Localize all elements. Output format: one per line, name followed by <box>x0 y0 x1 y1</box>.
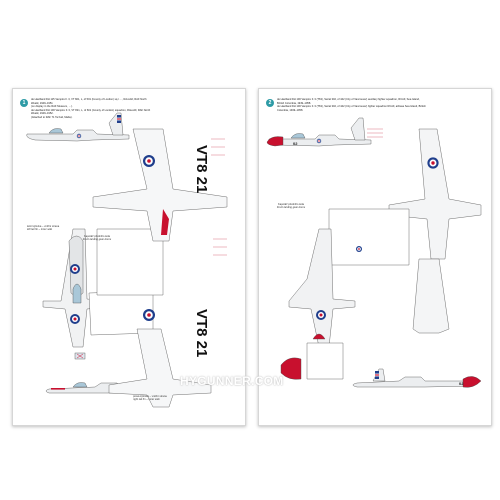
instruction-page-right: 2 de Havilland DH 100 Vampire F. 3 (T63)… <box>258 88 492 426</box>
walkway-note: Kapotáž předního kola Front landing gear… <box>75 235 119 242</box>
caption-line: (Attached to RAF 71 Ta Kali, Malta). <box>31 115 73 119</box>
walkway-note: Kapotáž předního kola Front landing gear… <box>269 203 313 210</box>
top-view <box>42 228 164 360</box>
caption-line: de Havilland DH 100 Vampire F. 3 (T63), … <box>277 105 426 112</box>
serial-nose: 02 <box>293 141 298 146</box>
side-view <box>26 112 130 142</box>
caption-line: (on display in the RAF Museum, …). <box>31 105 73 109</box>
note-cz: pravá kýlovka – vnitřní strana <box>133 395 167 398</box>
caption-line: de Havilland DH 100 Vampire F. 3, VT 821… <box>31 108 151 116</box>
profile-number-badge: 2 <box>266 99 274 107</box>
note-en: Front landing gear doors <box>276 206 306 210</box>
note-cz: Kapotáž předního kola <box>278 203 304 206</box>
profile-caption: de Havilland DH 100 Vampire F. 3 (T63), … <box>277 98 427 112</box>
side-view <box>266 117 372 147</box>
serial-upper: VT8 21 <box>193 145 210 193</box>
aircraft-drawing-left: VT8 21 VT8 21 <box>26 112 228 408</box>
serial-lower: VT8 21 <box>193 309 210 357</box>
leader-lines <box>211 138 227 256</box>
left-tail-note: letní kýlovka – vnitřní strana left tail… <box>27 225 67 232</box>
plan-view <box>388 128 482 334</box>
leader-lines <box>367 128 383 138</box>
right-tail-note: pravá kýlovka – vnitřní strana right tai… <box>133 395 177 402</box>
plan-view <box>92 128 228 408</box>
watermark: HYGUNNER.COM <box>180 374 284 388</box>
caption-line: de Havilland DH 100 Vampire F. 3 (T63), … <box>277 98 420 105</box>
serial-nose-lower: 02 <box>459 381 464 386</box>
top-view <box>280 208 410 380</box>
aircraft-drawing-right: 02 02 <box>266 117 482 388</box>
caption-line: de Havilland DH 115 Vampire F. 3, VT 821… <box>31 98 147 105</box>
note-cz: Kapotáž předního kola <box>84 235 110 238</box>
instruction-page-left: 1 de Havilland DH 115 Vampire F. 3, VT 8… <box>12 88 246 426</box>
note-en: Front landing gear doors <box>82 238 112 242</box>
profile-caption: de Havilland DH 115 Vampire F. 3, VT 821… <box>31 98 151 120</box>
note-en: right tail fin – inner side <box>133 398 160 402</box>
note-en: left tail fin – inner side <box>27 228 53 232</box>
profile-number-badge: 1 <box>20 99 28 107</box>
note-cz: letní kýlovka – vnitřní strana <box>27 225 60 228</box>
side-view-lower <box>352 368 482 388</box>
